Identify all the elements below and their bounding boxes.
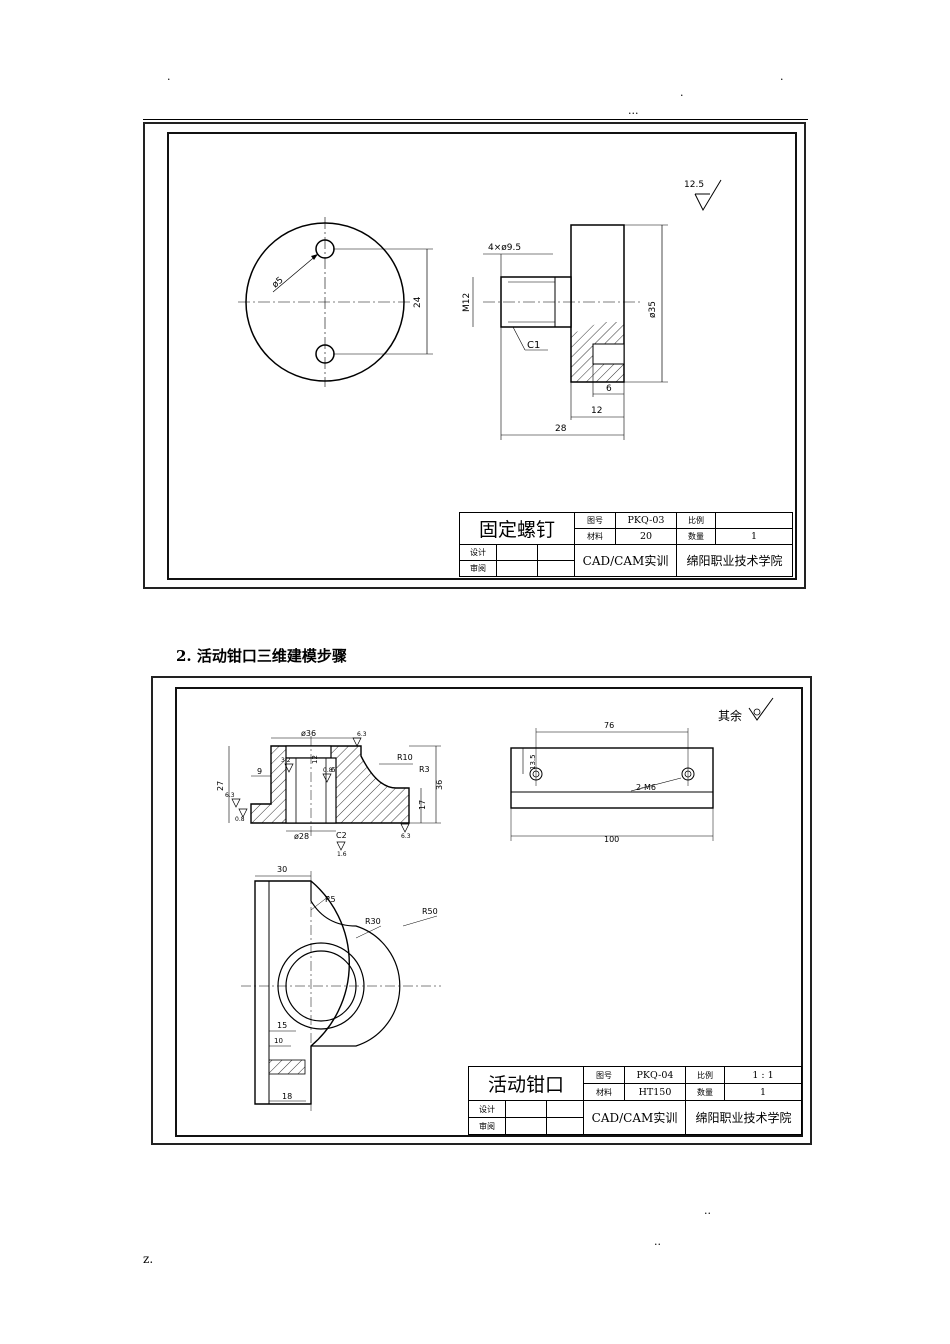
ra-mark-2: 0.8 [323,767,333,774]
course-name: CAD/CAM实训 [574,544,677,577]
dim-76: 76 [604,721,614,730]
dim-36: 36 [435,780,444,790]
design-date-cell [546,1100,584,1118]
side-view-screw: 4×ø9.5 M12 C1 ø35 6 12 28 [462,224,668,440]
ra-mark-3: 3.2 [281,757,291,764]
dim-r30: R30 [365,917,381,926]
bottom-view: 30 R5 R30 R50 15 10 18 [241,865,441,1111]
dim-27: 27 [216,781,225,791]
dim-9: 9 [257,767,262,776]
course-name: CAD/CAM实训 [583,1100,686,1135]
dim-2-m6: 2-M6 [636,783,656,792]
top-view: 76 13.5 2-M6 100 [510,721,714,844]
scale-label: 比例 [685,1066,725,1084]
roughness-value: 12.5 [684,180,704,190]
page-dot: ... [628,104,639,117]
ra-mark-4: 6.3 [225,792,235,799]
dim-c2: C2 [336,831,347,840]
dim-r10: R10 [397,753,413,762]
drawing-frame-2 [175,687,803,1137]
dim-12-small: 12 [311,755,319,764]
dim-r50: R50 [422,907,438,916]
ra-mark-1: 6.3 [357,731,367,738]
section-title: 2. 活动钳口三维建模步骤 [176,647,347,665]
review-cell [496,560,538,577]
review-date-cell [546,1117,584,1135]
material-value: HT150 [624,1083,686,1101]
review-date-cell [537,560,575,577]
dim-flange-dia: ø35 [648,301,658,318]
dim-13-5: 13.5 [529,754,537,770]
ra-mark-5: 1.6 [337,851,347,858]
dim-17: 17 [418,800,427,810]
dim-30: 30 [277,865,287,874]
dim-thread: M12 [462,293,472,312]
drawing-no: PKQ-04 [624,1066,686,1084]
dim-holes: 4×ø9.5 [488,243,521,253]
qty-value: 1 [715,528,793,545]
header-rule [143,119,808,120]
page-dot: .. [654,1235,661,1248]
dim-12: 12 [591,406,602,416]
review-cell [505,1117,547,1135]
qty-value: 1 [724,1083,802,1101]
dim-10: 10 [274,1037,283,1045]
roughness-note-text: 其余 [718,708,742,723]
dim-r5: R5 [325,895,336,904]
part-name: 固定螺钉 [459,512,575,545]
dim-100: 100 [604,835,619,844]
material-label: 材料 [583,1083,625,1101]
dim-hole-spacing: 24 [413,296,423,308]
dim-28-dia: ø28 [294,832,309,841]
school-name: 绵阳职业技术学院 [676,544,793,577]
scale-value [715,512,793,529]
page-dot: . [780,70,784,83]
dim-36-dia: ø36 [301,729,316,738]
qty-label: 数量 [676,528,716,545]
front-view-disc: ø5 24 [238,217,433,387]
design-cell [505,1100,547,1118]
dim-chamfer: C1 [527,340,540,351]
design-date-cell [537,544,575,561]
drawing-1-graphics: 12.5 ø5 24 4×ø9.5 M12 C1 [238,179,722,440]
drawing-2-graphics: 其余 ø36 ø28 R10 R3 36 17 9 27 C2 12 6 6.3 [216,697,774,1111]
review-label: 审阅 [459,560,497,577]
drawing-no-label: 图号 [574,512,616,529]
drawing-no-label: 图号 [583,1066,625,1084]
page-dot: .. [704,1204,711,1217]
school-name: 绵阳职业技术学院 [685,1100,802,1135]
dim-18: 18 [282,1092,292,1101]
scale-value: 1 : 1 [724,1066,802,1084]
title-block-1: 固定螺钉 图号 PKQ-03 比例 材料 20 数量 1 设计 CAD/CAM实… [459,512,793,577]
drawing-no: PKQ-03 [615,512,677,529]
drawing-frame-1 [167,132,797,580]
dim-6-small: 6 [331,766,336,774]
scale-label: 比例 [676,512,716,529]
design-cell [496,544,538,561]
roughness-symbol: 12.5 [684,179,722,212]
page-dot: . [167,70,171,83]
section-view: ø36 ø28 R10 R3 36 17 9 27 C2 12 6 6.3 0.… [216,729,444,858]
title-block-2: 活动钳口 图号 PKQ-04 比例 1 : 1 材料 HT150 数量 1 设计… [468,1066,802,1135]
drawing-sheet-1 [143,122,806,589]
dim-6: 6 [606,384,612,394]
part-name: 活动钳口 [468,1066,584,1101]
qty-label: 数量 [685,1083,725,1101]
dim-hole-dia: ø5 [271,275,286,290]
design-label: 设计 [468,1100,506,1118]
footer-letter: z. [143,1252,154,1266]
review-label: 审阅 [468,1117,506,1135]
ra-mark-7: 6.3 [401,833,411,840]
material-label: 材料 [574,528,616,545]
dim-r3: R3 [419,765,430,774]
page-dot: . [680,86,684,99]
roughness-note: 其余 [718,697,774,723]
material-value: 20 [615,528,677,545]
dim-28: 28 [555,424,567,434]
design-label: 设计 [459,544,497,561]
ra-mark-6: 0.8 [235,816,245,823]
dim-15: 15 [277,1021,287,1030]
